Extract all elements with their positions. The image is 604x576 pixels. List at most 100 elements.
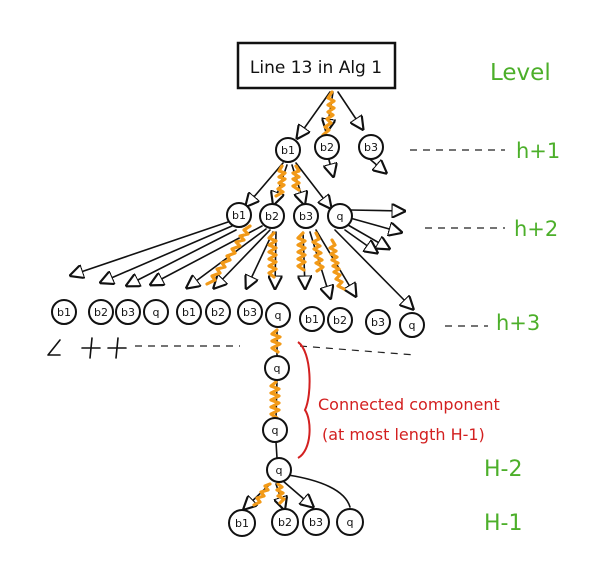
node-circle (115, 299, 141, 325)
orange-path-4 (205, 224, 252, 286)
row2-node-3: b3 (293, 203, 319, 229)
row3-node-5: b1 (176, 299, 202, 325)
row2-node-2: b2 (259, 203, 285, 229)
node-circle (293, 203, 319, 229)
node-circle (262, 417, 288, 443)
edges-row2-to-row3 (72, 221, 412, 308)
node-circle (237, 299, 263, 325)
node-circle (399, 312, 425, 338)
bottom-node-1: b1 (228, 509, 256, 537)
node-circle (264, 355, 290, 381)
node-circle (365, 309, 391, 335)
node-label: b3 (371, 316, 385, 329)
orange-path-bottom-1 (252, 482, 272, 507)
level-h1-label: h+1 (516, 139, 560, 163)
node-label: b2 (94, 306, 108, 319)
row1-node-1: b1 (275, 137, 301, 163)
bottom-node-2: b2 (271, 508, 299, 536)
node-circle (88, 299, 114, 325)
node-circle (327, 203, 353, 229)
row3-node-4: q (143, 299, 169, 325)
node-circle (327, 307, 353, 333)
node-label: b1 (281, 144, 295, 157)
row3-continuation-right (299, 345, 416, 356)
row3-node-8: q (265, 302, 291, 328)
node-circle (302, 508, 330, 536)
node-label: q (153, 306, 160, 319)
node-label: b2 (333, 314, 347, 327)
component-bracket (297, 341, 311, 459)
row3-node-3: b3 (115, 299, 141, 325)
bottom-node-4: q (336, 508, 364, 536)
row3-node-9: b1 (299, 306, 325, 332)
bottom-node-3: b3 (302, 508, 330, 536)
row3-node-2: b2 (88, 299, 114, 325)
node-circle (299, 306, 325, 332)
node-circle (275, 137, 301, 163)
level-H2-label: H-2 (484, 457, 522, 482)
orange-path-1 (321, 90, 336, 137)
node-circle (205, 299, 231, 325)
row3-node-12: q (399, 312, 425, 338)
node-label: b1 (235, 517, 249, 530)
node-circle (143, 299, 169, 325)
annotation-line1: Connected component (318, 395, 500, 414)
orange-path-chain-2 (269, 380, 281, 420)
row3-node-10: b2 (327, 307, 353, 333)
node-circle (228, 509, 256, 537)
row3-node-11: b3 (365, 309, 391, 335)
chain-node-1: q (264, 355, 290, 381)
header-label: Line 13 in Alg 1 (250, 58, 382, 78)
row3-node-6: b2 (205, 299, 231, 325)
node-circle (259, 203, 285, 229)
chain-node-2: q (262, 417, 288, 443)
node-label: b3 (299, 210, 313, 223)
node-label: q (409, 319, 416, 332)
node-circle (265, 302, 291, 328)
chain-node-3: q (266, 457, 292, 483)
row3-node-7: b3 (237, 299, 263, 325)
orange-path-8 (328, 238, 346, 291)
node-layer: b1 b2 b3 b1 b2 b3 q b1 b2 b3 q b1 b2 b3 q b1 b2 b3 q q q q b1 b… (51, 134, 425, 537)
row3-node-1: b1 (51, 299, 77, 325)
node-label: b3 (364, 141, 378, 154)
orange-path-7 (311, 231, 325, 273)
node-circle (226, 202, 252, 228)
level-h2-label: h+2 (514, 217, 558, 241)
node-label: b1 (232, 209, 246, 222)
node-circle (314, 134, 340, 160)
node-circle (176, 299, 202, 325)
node-label: q (347, 516, 354, 529)
node-label: q (274, 362, 281, 375)
node-circle (358, 134, 384, 160)
annotation-line2: (at most length H-1) (322, 425, 485, 444)
orange-path-2 (274, 164, 287, 198)
node-label: b1 (182, 306, 196, 319)
node-circle (266, 457, 292, 483)
level-title: Level (490, 60, 551, 86)
node-label: b3 (121, 306, 135, 319)
node-label: b2 (265, 210, 279, 223)
row1-node-2: b2 (314, 134, 340, 160)
node-circle (271, 508, 299, 536)
level-H1-label: H-1 (484, 511, 522, 536)
node-label: b3 (309, 516, 323, 529)
node-label: q (272, 424, 279, 437)
node-label: q (276, 464, 283, 477)
row1-node-3: b3 (358, 134, 384, 160)
orange-path-bottom-2 (275, 482, 286, 505)
node-label: q (337, 210, 344, 223)
row2-node-1: b1 (226, 202, 252, 228)
orange-path-5 (267, 231, 278, 279)
node-label: b3 (243, 306, 257, 319)
orange-path-chain-1 (270, 328, 282, 354)
edges-header (298, 91, 385, 175)
row2-node-4: q (327, 203, 353, 229)
node-label: q (275, 309, 282, 322)
orange-path-6 (296, 231, 307, 272)
header-box: Line 13 in Alg 1 (236, 41, 397, 90)
node-circle (51, 299, 77, 325)
node-label: b1 (305, 313, 319, 326)
node-label: b2 (211, 306, 225, 319)
